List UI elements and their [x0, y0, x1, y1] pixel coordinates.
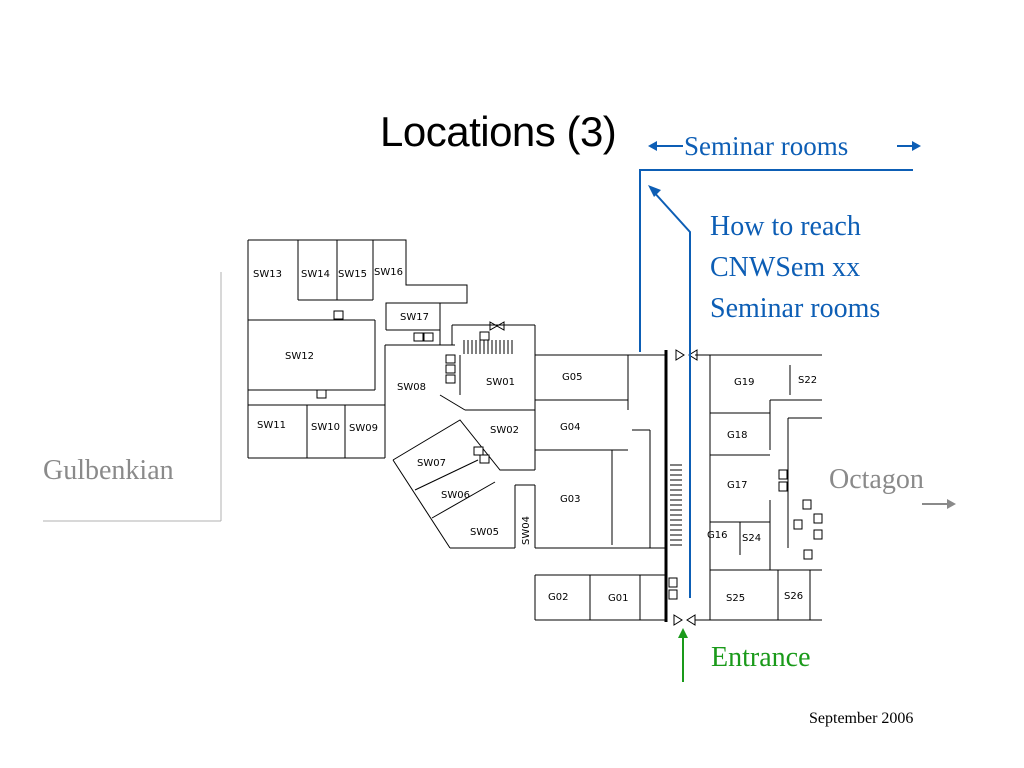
room-label: SW17: [400, 312, 429, 323]
room-label: G02: [548, 592, 568, 603]
room-label: G05: [562, 372, 582, 383]
room-label: SW14: [301, 269, 330, 280]
route-arrowhead: [648, 185, 661, 197]
door-markers: [489, 321, 698, 626]
room-label: S26: [784, 591, 803, 602]
octagon-label: Octagon: [829, 464, 924, 495]
floorplan-walls: [247, 239, 822, 621]
how-to-reach-line: How to reach: [710, 211, 861, 242]
entrance-label: Entrance: [711, 642, 811, 673]
how-to-reach-line: CNWSem xx: [710, 252, 861, 283]
room-label: S25: [726, 593, 745, 604]
room-label: SW12: [285, 351, 314, 362]
seminar-arrows: [648, 141, 921, 151]
how-to-reach-text: How to reach CNWSem xx Seminar rooms: [710, 206, 880, 329]
room-labels: SW13 SW14 SW15 SW16 SW17 SW12 SW08 SW01 …: [253, 267, 817, 604]
room-label: SW04: [521, 516, 532, 545]
room-label: SW13: [253, 269, 282, 280]
seminar-route: [639, 169, 913, 598]
entrance-arrow: [678, 628, 688, 682]
room-label: G18: [727, 430, 747, 441]
room-label: SW02: [490, 425, 519, 436]
room-label: G04: [560, 422, 580, 433]
room-label: SW09: [349, 423, 378, 434]
room-label: S22: [798, 375, 817, 386]
gulbenkian-label: Gulbenkian: [43, 455, 174, 486]
fixture-boxes: [316, 310, 823, 600]
room-label: SW16: [374, 267, 403, 278]
room-label: SW05: [470, 527, 499, 538]
seminar-rooms-label: Seminar rooms: [684, 131, 849, 161]
stairs-hatching: [463, 340, 682, 546]
room-label: G19: [734, 377, 754, 388]
room-label: G17: [727, 480, 747, 491]
slide-date: September 2006: [809, 710, 914, 727]
room-label: SW08: [397, 382, 426, 393]
room-label: SW06: [441, 490, 470, 501]
room-label: G16: [707, 530, 727, 541]
how-to-reach-line: Seminar rooms: [710, 293, 881, 324]
octagon-arrow: [922, 499, 956, 509]
room-label: G01: [608, 593, 628, 604]
room-label: SW10: [311, 422, 340, 433]
gulbenkian-bracket: [43, 272, 222, 522]
room-label: SW15: [338, 269, 367, 280]
slide-title: Locations (3): [380, 108, 617, 155]
room-label: SW01: [486, 377, 515, 388]
room-label: SW07: [417, 458, 446, 469]
room-label: SW11: [257, 420, 286, 431]
room-label: G03: [560, 494, 580, 505]
room-label: S24: [742, 533, 761, 544]
